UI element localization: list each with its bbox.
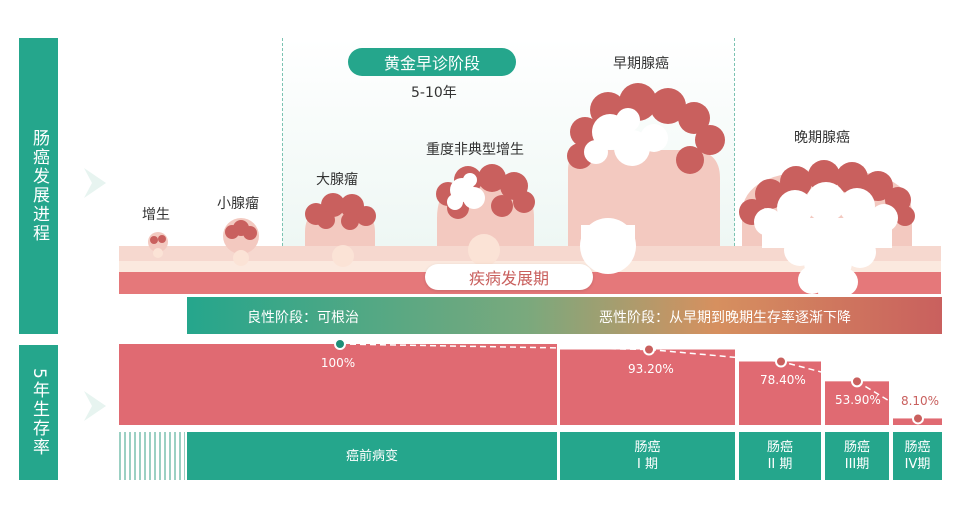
label-early-cancer: 早期腺癌 bbox=[613, 56, 669, 72]
survival-value-label: 100% bbox=[320, 356, 356, 370]
survival-point bbox=[851, 375, 863, 388]
window-range: 5-10年 bbox=[411, 85, 457, 101]
label-small-adenoma: 小腺瘤 bbox=[217, 196, 259, 212]
survival-point bbox=[775, 355, 787, 368]
survival-bar bbox=[560, 349, 735, 425]
dysplasia-lesion bbox=[436, 164, 535, 266]
hyperplasia-lesion bbox=[148, 232, 168, 258]
benign-stage-text: 良性阶段：可根治 bbox=[247, 310, 359, 326]
survival-value-label: 93.20% bbox=[628, 361, 674, 376]
malignant-stage-text: 恶性阶段：从早期到晚期生存率逐渐下降 bbox=[599, 310, 851, 326]
label-large-adenoma: 大腺瘤 bbox=[316, 172, 358, 188]
large-adenoma-lesion bbox=[305, 193, 376, 267]
survival-point bbox=[912, 412, 924, 425]
label-hyperplasia: 增生 bbox=[142, 207, 170, 223]
survival-bar bbox=[119, 344, 557, 425]
chevron-right-icon bbox=[84, 168, 106, 198]
lesion-illustrations bbox=[148, 83, 915, 300]
period-label-pill: 疾病发展期 bbox=[425, 264, 593, 290]
survival-rate-chart bbox=[119, 338, 942, 425]
survival-point bbox=[643, 343, 655, 356]
progression-side-label: 肠癌发展进程 bbox=[19, 38, 58, 334]
window-title-pill: 黄金早诊阶段 bbox=[348, 48, 516, 76]
survival-bar bbox=[739, 361, 821, 425]
small-adenoma-lesion bbox=[223, 218, 259, 266]
survival-side-label: 5年生存率 bbox=[19, 345, 58, 480]
survival-value-label: 78.40% bbox=[760, 373, 806, 388]
label-dysplasia: 重度非典型增生 bbox=[426, 142, 524, 158]
survival-bar bbox=[825, 381, 889, 425]
stage-gradient-bar bbox=[187, 297, 942, 334]
survival-point bbox=[334, 338, 346, 350]
late-cancer-lesion bbox=[739, 160, 915, 300]
tissue-layer-top bbox=[119, 246, 941, 261]
early-cancer-lesion bbox=[567, 83, 725, 274]
hatch-pattern bbox=[119, 432, 185, 480]
label-late-cancer: 晚期腺癌 bbox=[794, 130, 850, 146]
survival-value-label: 8.10% bbox=[900, 394, 940, 409]
chevron-right-icon bbox=[84, 391, 106, 421]
survival-value-label: 53.90% bbox=[835, 393, 881, 408]
stage-precancer: 癌前病变 bbox=[187, 432, 557, 480]
